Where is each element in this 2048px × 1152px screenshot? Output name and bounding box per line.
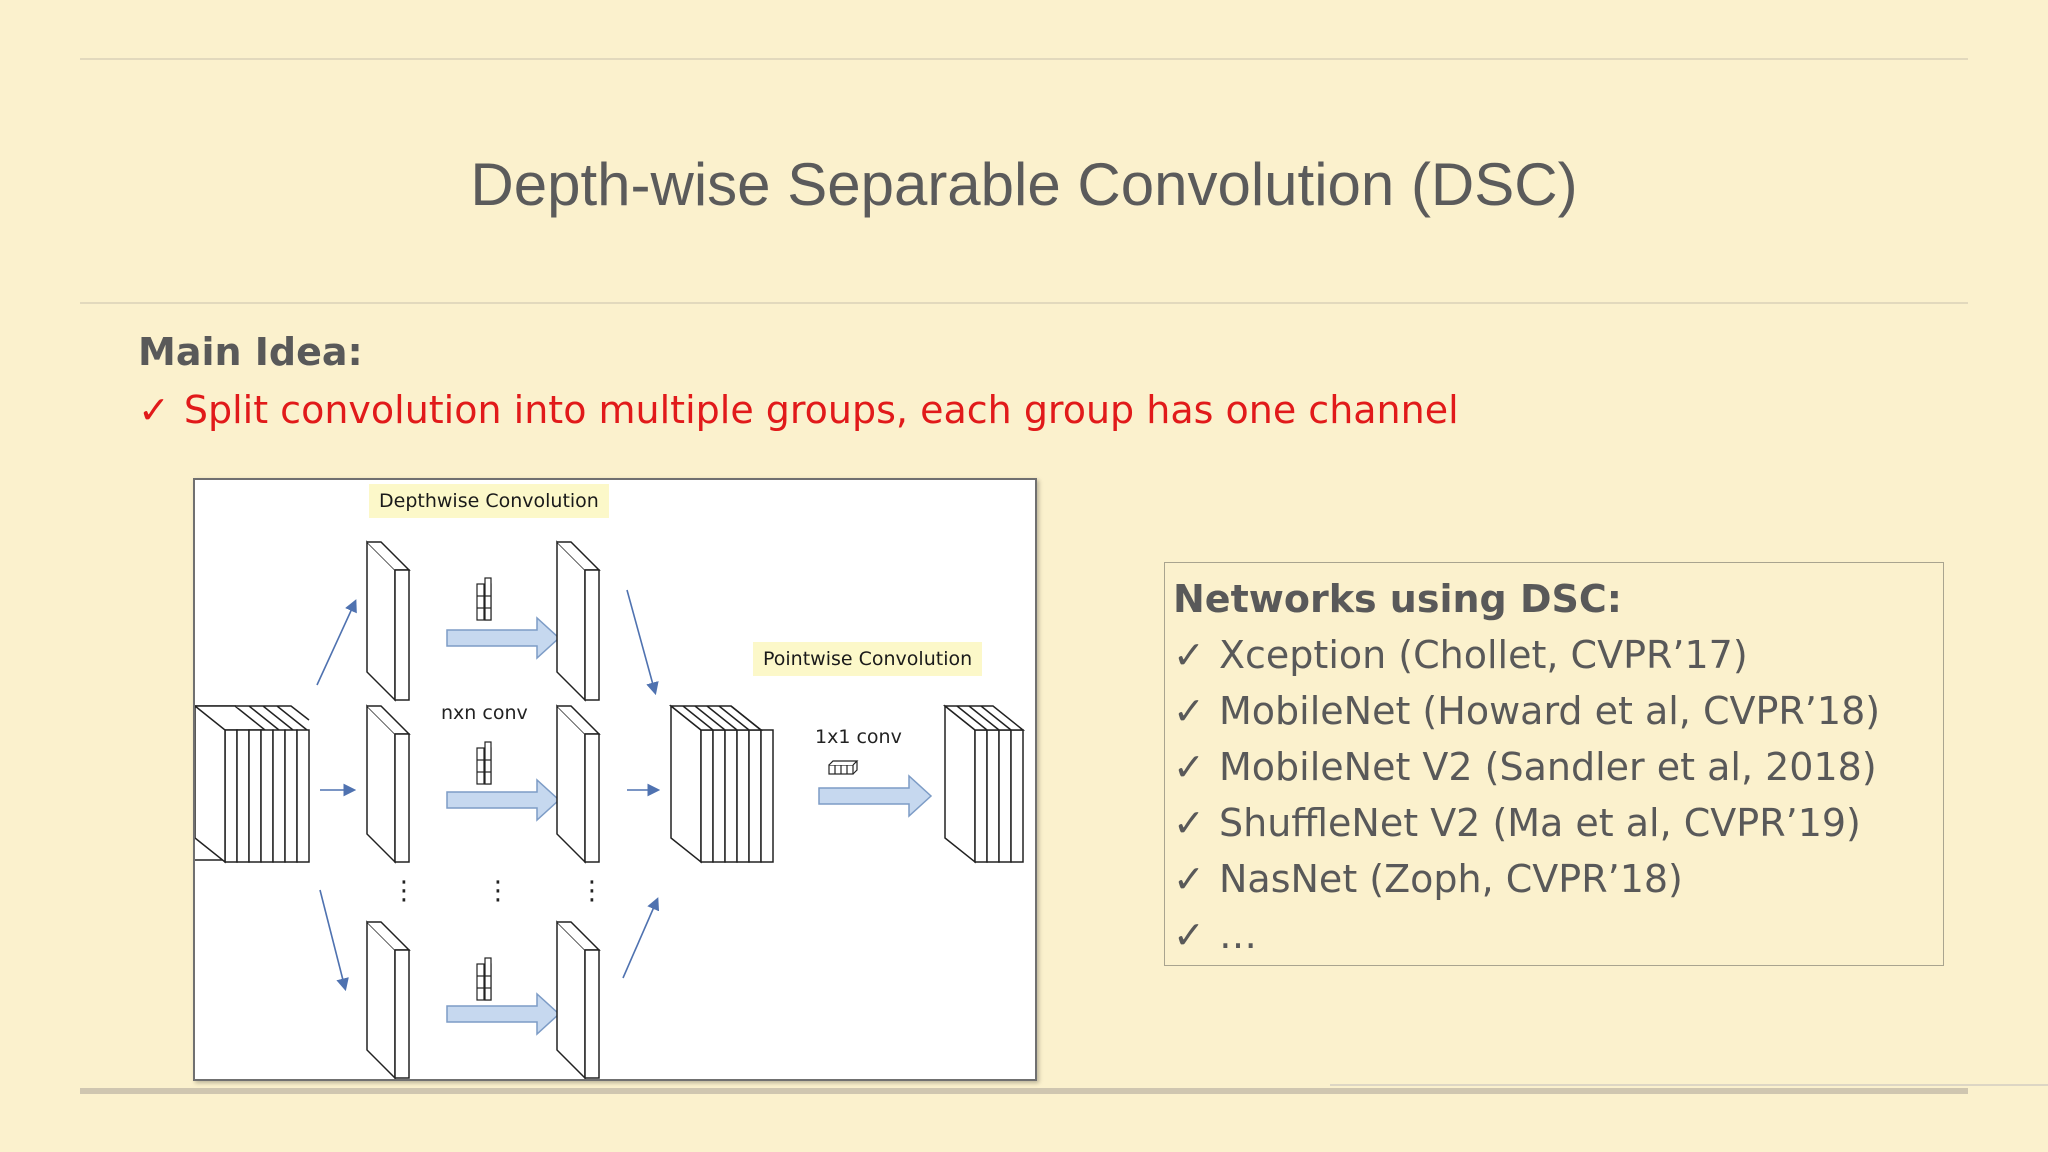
network-name: NasNet (Zoph, CVPR’18) — [1219, 857, 1683, 901]
bottom-divider-accent — [1330, 1084, 2048, 1086]
check-icon: ✓ — [1173, 633, 1205, 677]
slide-title: Depth-wise Separable Convolution (DSC) — [470, 151, 1578, 218]
list-item: ✓ ShuffleNet V2 (Ma et al, CVPR’19) — [1173, 795, 1943, 851]
check-icon: ✓ — [1173, 801, 1205, 845]
ellipsis-3: ⋮ — [579, 876, 605, 906]
main-idea-bullet: ✓ Split convolution into multiple groups,… — [138, 388, 1459, 432]
depthwise-block-arrows — [446, 616, 561, 1036]
fan-out-arrows — [316, 599, 357, 992]
check-icon: ✓ — [1173, 689, 1205, 733]
list-item: ✓ NasNet (Zoph, CVPR’18) — [1173, 851, 1943, 907]
main-idea-text: Split convolution into multiple groups, … — [183, 388, 1459, 432]
nxn-kernels — [476, 577, 492, 1001]
network-name: MobileNet V2 (Sandler et al, 2018) — [1219, 745, 1877, 789]
list-item: ✓ MobileNet V2 (Sandler et al, 2018) — [1173, 739, 1943, 795]
bottom-divider — [80, 1088, 1968, 1094]
fan-in-arrows — [622, 589, 661, 979]
network-name: MobileNet (Howard et al, CVPR’18) — [1219, 689, 1881, 733]
1x1-conv-label: 1x1 conv — [815, 726, 902, 748]
ellipsis-2: ⋮ — [485, 876, 511, 906]
nxn-conv-label: nxn conv — [441, 702, 528, 724]
pointwise-output-stack — [942, 704, 1026, 864]
main-idea-heading: Main Idea: — [138, 330, 363, 374]
ellipsis-1: ⋮ — [391, 876, 417, 906]
input-feature-stack — [195, 705, 310, 864]
check-icon: ✓ — [1173, 745, 1205, 789]
list-item: ✓ Xception (Chollet, CVPR’17) — [1173, 627, 1943, 683]
check-icon: ✓ — [1173, 857, 1205, 901]
check-icon: ✓ — [138, 388, 170, 432]
depthwise-output-stack — [668, 704, 774, 864]
network-name: Xception (Chollet, CVPR’17) — [1219, 633, 1748, 677]
network-name: … — [1219, 913, 1257, 957]
dsc-diagram: Depthwise Convolution Pointwise Convolut… — [193, 478, 1037, 1081]
networks-box: Networks using DSC: ✓ Xception (Chollet, … — [1164, 562, 1944, 966]
list-item: ✓ MobileNet (Howard et al, CVPR’18) — [1173, 683, 1943, 739]
top-divider — [80, 58, 1968, 60]
check-icon: ✓ — [1173, 913, 1205, 957]
input-channel-slabs — [366, 540, 411, 1079]
output-channel-slabs — [556, 540, 601, 1079]
title-divider — [80, 302, 1968, 304]
list-item: ✓… — [1173, 907, 1943, 963]
pointwise-block-arrow — [818, 774, 933, 818]
networks-heading: Networks using DSC: — [1173, 577, 1622, 621]
depthwise-convolution-label: Depthwise Convolution — [369, 484, 609, 518]
dsc-diagram-canvas — [195, 540, 1026, 1079]
1x1-kernel — [828, 760, 859, 775]
pointwise-convolution-label: Pointwise Convolution — [753, 642, 983, 676]
network-name: ShuffleNet V2 (Ma et al, CVPR’19) — [1219, 801, 1861, 845]
